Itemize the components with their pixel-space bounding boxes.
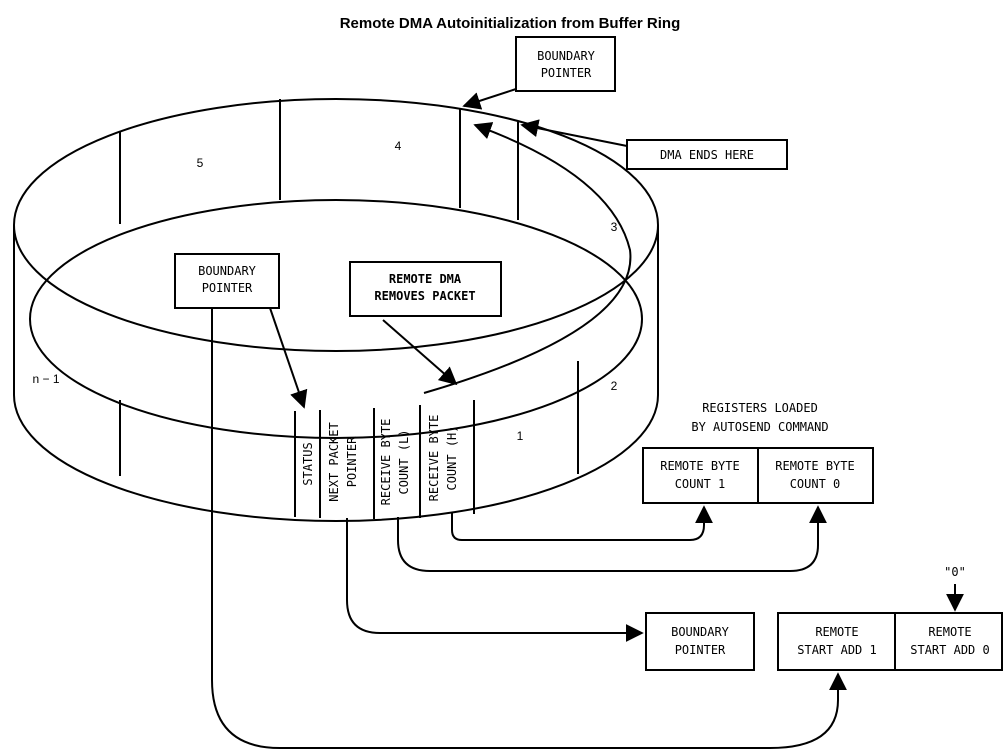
next-packet-to-boundary-arrow bbox=[346, 518, 644, 642]
boundary-register-line1: BOUNDARY bbox=[671, 625, 730, 639]
remote-dma-arrow bbox=[382, 319, 458, 386]
segment-4-label: 4 bbox=[395, 139, 402, 153]
registers-caption-line1: REGISTERS LOADED bbox=[702, 401, 818, 415]
segment-5-label: 5 bbox=[197, 156, 204, 170]
next-packet-field-line1: NEXT PACKET bbox=[327, 422, 341, 501]
registers-caption-line2: BY AUTOSEND COMMAND bbox=[691, 420, 828, 434]
boundary-pointer-left-box bbox=[174, 253, 280, 309]
dma-ends-here-label: DMA ENDS HERE bbox=[660, 148, 754, 162]
segment-3-label: 3 bbox=[611, 220, 618, 234]
rsa1-line1: REMOTE bbox=[815, 625, 858, 639]
dma-ends-here-box bbox=[626, 139, 788, 170]
next-packet-field-line2: POINTER bbox=[345, 436, 359, 487]
rbc-low-field-line1: RECEIVE BYTE bbox=[379, 419, 393, 506]
rsa0-line1: REMOTE bbox=[928, 625, 971, 639]
rbc-low-field-line2: COUNT (L) bbox=[397, 429, 411, 494]
dma-ends-here-arrow bbox=[520, 119, 628, 147]
dma-flow-arrow bbox=[423, 122, 632, 394]
rbc-high-field-line1: RECEIVE BYTE bbox=[427, 415, 441, 502]
segment-1-label: 1 bbox=[517, 429, 524, 443]
boundary-register-line2: POINTER bbox=[675, 643, 726, 657]
remote-dma-line1: REMOTE DMA bbox=[389, 272, 462, 286]
zero-label: "0" bbox=[944, 565, 966, 579]
rbc-low-to-rbc0-arrow bbox=[397, 505, 827, 572]
boundary-pointer-top-box bbox=[515, 36, 616, 92]
boundary-pointer-left-line1: BOUNDARY bbox=[198, 264, 257, 278]
rsa1-line2: START ADD 1 bbox=[797, 643, 876, 657]
ring-outer-wall bbox=[13, 225, 659, 522]
ring-inner-top bbox=[29, 199, 643, 439]
rbc1-line2: COUNT 1 bbox=[675, 477, 726, 491]
boundary-pointer-left-line2: POINTER bbox=[202, 281, 253, 295]
remote-start-address-box bbox=[777, 612, 1003, 671]
rbc-high-field-line2: COUNT (H) bbox=[445, 425, 459, 490]
rsa0-line2: START ADD 0 bbox=[910, 643, 989, 657]
rbc-high-to-rbc1-arrow bbox=[451, 505, 713, 541]
boundary-pointer-top-arrow bbox=[462, 88, 517, 110]
boundary-to-remote-start-arrow bbox=[211, 308, 847, 749]
segment-2-label: 2 bbox=[611, 379, 618, 393]
boundary-pointer-left-arrow bbox=[269, 307, 308, 409]
buffer-ring: 5 4 3 2 1 n − 1 STATUS NEXT PACKET POINT… bbox=[13, 98, 659, 522]
diagram-title: Remote DMA Autoinitialization from Buffe… bbox=[340, 15, 681, 32]
status-field: STATUS bbox=[301, 442, 315, 485]
remote-dma-line2: REMOVES PACKET bbox=[374, 289, 475, 303]
remote-dma-box bbox=[349, 261, 502, 317]
boundary-pointer-top-line1: BOUNDARY bbox=[537, 49, 596, 63]
ring-outer-top bbox=[13, 98, 659, 352]
rbc1-line1: REMOTE BYTE bbox=[660, 459, 739, 473]
rbc0-line2: COUNT 0 bbox=[790, 477, 841, 491]
rbc0-line1: REMOTE BYTE bbox=[775, 459, 854, 473]
boundary-pointer-register-box bbox=[645, 612, 755, 671]
boundary-pointer-top-line2: POINTER bbox=[541, 66, 592, 80]
segment-n-minus-1-label: n − 1 bbox=[32, 372, 59, 386]
